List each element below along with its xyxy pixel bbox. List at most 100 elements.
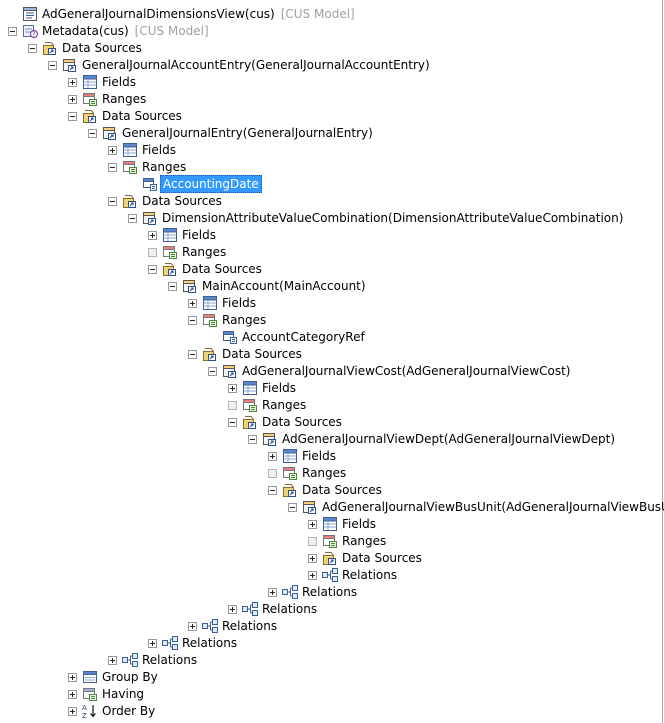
expand-toggle[interactable] <box>188 299 197 308</box>
tree-node-label[interactable]: Data Sources <box>60 40 144 56</box>
tree-node-label[interactable]: Order By <box>100 703 157 719</box>
tree-node-label[interactable]: Fields <box>340 516 378 532</box>
tree-node[interactable]: DimensionAttributeValueCombination(Dimen… <box>0 210 660 227</box>
collapse-toggle[interactable] <box>48 61 57 70</box>
tree-node[interactable]: Fields <box>0 295 660 312</box>
tree-node-label[interactable]: Ranges <box>300 465 348 481</box>
tree-node-label[interactable]: AdGeneralJournalViewDept(AdGeneralJourna… <box>280 431 617 447</box>
tree-node[interactable]: AccountCategoryRef <box>0 329 660 346</box>
tree-node-label[interactable]: AccountingDate <box>160 175 262 193</box>
empty-toggle[interactable] <box>148 248 157 257</box>
tree-node[interactable]: Relations <box>0 567 660 584</box>
collapse-toggle[interactable] <box>128 214 137 223</box>
tree-node-label[interactable]: Data Sources <box>140 193 224 209</box>
tree-node-label[interactable]: MainAccount(MainAccount) <box>200 278 368 294</box>
expand-toggle[interactable] <box>308 554 317 563</box>
tree-node[interactable]: AdGeneralJournalViewBusUnit(AdGeneralJou… <box>0 499 664 516</box>
collapse-toggle[interactable] <box>188 316 197 325</box>
tree-node[interactable]: AccountingDate <box>0 175 660 193</box>
tree-node-label[interactable]: Group By <box>100 669 160 685</box>
tree-node-label[interactable]: Relations <box>220 618 279 634</box>
empty-toggle[interactable] <box>308 537 317 546</box>
expand-toggle[interactable] <box>268 452 277 461</box>
collapse-toggle[interactable] <box>8 27 17 36</box>
tree-node-label[interactable]: Data Sources <box>100 108 184 124</box>
tree-node-label[interactable]: GeneralJournalEntry(GeneralJournalEntry) <box>120 125 375 141</box>
collapse-toggle[interactable] <box>248 435 257 444</box>
expand-toggle[interactable] <box>228 384 237 393</box>
tree-node-label[interactable]: Metadata(cus)[CUS Model] <box>40 23 211 39</box>
tree-node-label[interactable]: Fields <box>220 295 258 311</box>
collapse-toggle[interactable] <box>108 163 117 172</box>
tree-node[interactable]: GeneralJournalAccountEntry(GeneralJourna… <box>0 57 660 74</box>
tree-node[interactable]: Fields <box>0 227 660 244</box>
tree-node[interactable]: Data Sources <box>0 414 660 431</box>
tree-node-label[interactable]: Relations <box>340 567 399 583</box>
tree-node[interactable]: Relations <box>0 635 660 652</box>
tree-node-label[interactable]: AdGeneralJournalViewBusUnit(AdGeneralJou… <box>320 499 664 515</box>
tree-node[interactable]: Group By <box>0 669 660 686</box>
tree-node[interactable]: Relations <box>0 652 660 669</box>
tree-node-label[interactable]: Data Sources <box>260 414 344 430</box>
expand-toggle[interactable] <box>268 588 277 597</box>
expand-toggle[interactable] <box>228 605 237 614</box>
tree-node[interactable]: Ranges <box>0 244 660 261</box>
tree-node-label[interactable]: GeneralJournalAccountEntry(GeneralJourna… <box>80 57 432 73</box>
expand-toggle[interactable] <box>68 690 77 699</box>
tree-node-label[interactable]: Fields <box>260 380 298 396</box>
tree-node-label[interactable]: Data Sources <box>220 346 304 362</box>
tree-node[interactable]: Ranges <box>0 159 660 176</box>
tree-node[interactable]: Relations <box>0 601 660 618</box>
tree-node-label[interactable]: Having <box>100 686 146 702</box>
tree-node-label[interactable]: Data Sources <box>300 482 384 498</box>
tree-node[interactable]: Ranges <box>0 533 660 550</box>
tree-node[interactable]: MainAccount(MainAccount) <box>0 278 660 295</box>
collapse-toggle[interactable] <box>168 282 177 291</box>
tree-node[interactable]: Fields <box>0 380 660 397</box>
tree-node[interactable]: GeneralJournalEntry(GeneralJournalEntry) <box>0 125 660 142</box>
tree-node-label[interactable]: DimensionAttributeValueCombination(Dimen… <box>160 210 625 226</box>
tree-node[interactable]: Data Sources <box>0 193 660 210</box>
tree-node[interactable]: Fields <box>0 142 660 159</box>
tree-node[interactable]: Data Sources <box>0 108 660 125</box>
tree-node[interactable]: Ranges <box>0 465 660 482</box>
collapse-toggle[interactable] <box>108 197 117 206</box>
tree-node[interactable]: AdGeneralJournalViewDept(AdGeneralJourna… <box>0 431 660 448</box>
collapse-toggle[interactable] <box>148 265 157 274</box>
expand-toggle[interactable] <box>308 571 317 580</box>
tree-node-label[interactable]: Data Sources <box>180 261 264 277</box>
tree-node-label[interactable]: Relations <box>260 601 319 617</box>
tree-node[interactable]: Data Sources <box>0 346 660 363</box>
tree-node[interactable]: Fields <box>0 448 660 465</box>
tree-node-label[interactable]: AdGeneralJournalViewCost(AdGeneralJourna… <box>240 363 573 379</box>
tree-node[interactable]: ?Metadata(cus)[CUS Model] <box>0 23 660 40</box>
expand-toggle[interactable] <box>68 78 77 87</box>
expand-toggle[interactable] <box>188 622 197 631</box>
tree-node-label[interactable]: Ranges <box>180 244 228 260</box>
tree-node-label[interactable]: Fields <box>140 142 178 158</box>
expand-toggle[interactable] <box>308 520 317 529</box>
collapse-toggle[interactable] <box>268 486 277 495</box>
tree-node-label[interactable]: Relations <box>300 584 359 600</box>
collapse-toggle[interactable] <box>68 112 77 121</box>
tree-node-label[interactable]: AdGeneralJournalDimensionsView(cus)[CUS … <box>40 6 357 22</box>
empty-toggle[interactable] <box>228 401 237 410</box>
expand-toggle[interactable] <box>148 231 157 240</box>
expand-toggle[interactable] <box>68 673 77 682</box>
tree-node-label[interactable]: Ranges <box>100 91 148 107</box>
tree-node-label[interactable]: Relations <box>180 635 239 651</box>
tree-node[interactable]: Data Sources <box>0 482 660 499</box>
collapse-toggle[interactable] <box>208 367 217 376</box>
collapse-toggle[interactable] <box>188 350 197 359</box>
collapse-toggle[interactable] <box>288 503 297 512</box>
tree-node[interactable]: Relations <box>0 618 660 635</box>
tree-node-label[interactable]: Ranges <box>140 159 188 175</box>
tree-node[interactable]: Data Sources <box>0 261 660 278</box>
tree-node-label[interactable]: Ranges <box>260 397 308 413</box>
tree-node[interactable]: Ranges <box>0 397 660 414</box>
collapse-toggle[interactable] <box>88 129 97 138</box>
tree-node[interactable]: Data Sources <box>0 40 660 57</box>
tree-node-label[interactable]: Ranges <box>340 533 388 549</box>
